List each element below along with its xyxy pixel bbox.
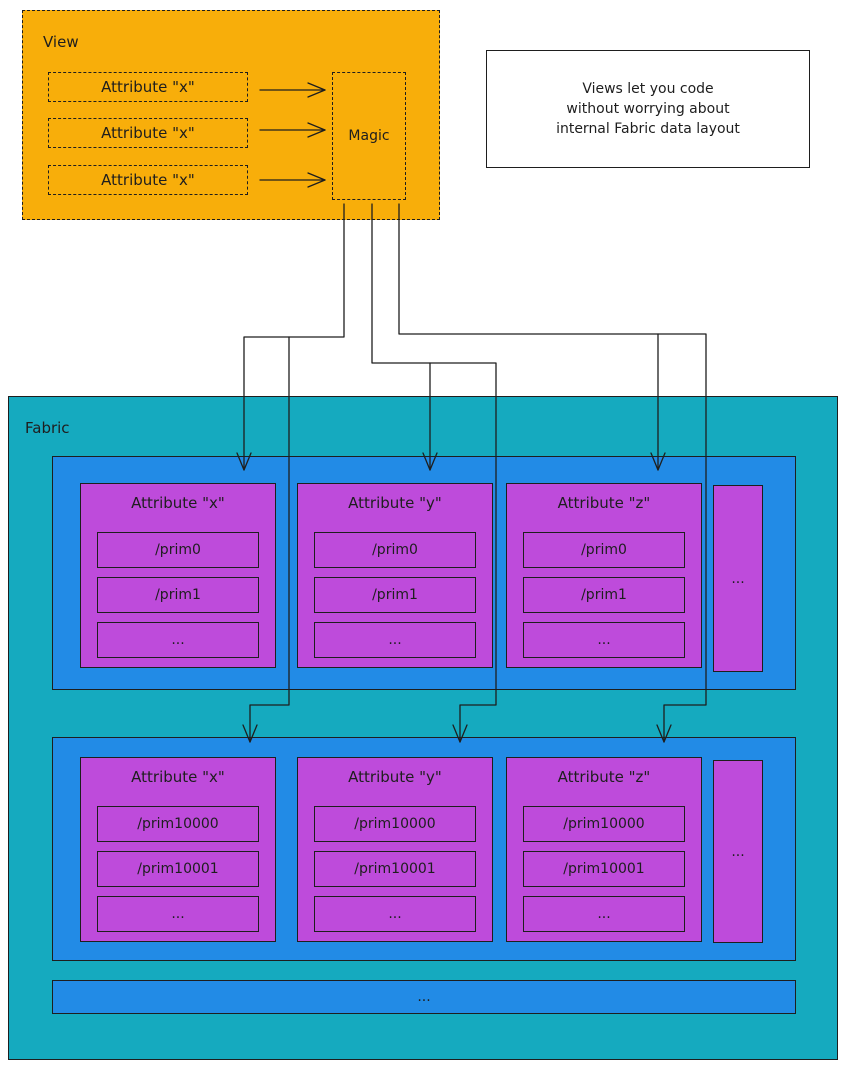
prim-cell: /prim0 bbox=[97, 532, 259, 568]
prim-cell: /prim10000 bbox=[314, 806, 476, 842]
prim-more-cell: ... bbox=[97, 896, 259, 932]
prim-cell: /prim1 bbox=[523, 577, 685, 613]
fabric-label: Fabric bbox=[25, 419, 70, 437]
prim-more-cell: ... bbox=[314, 622, 476, 658]
attribute-title: Attribute "y" bbox=[348, 768, 442, 786]
prim-cell: /prim10000 bbox=[523, 806, 685, 842]
prim-cell: /prim0 bbox=[523, 532, 685, 568]
view-box: View bbox=[22, 10, 440, 220]
bucket-2-attribute-z: Attribute "z" /prim10000 /prim10001 ... bbox=[506, 757, 702, 942]
prim-cell: /prim10000 bbox=[97, 806, 259, 842]
attribute-title: Attribute "z" bbox=[557, 768, 651, 786]
more-buckets-row: ... bbox=[52, 980, 796, 1014]
note-line-3: internal Fabric data layout bbox=[556, 121, 740, 138]
prim-cell: /prim10001 bbox=[314, 851, 476, 887]
attribute-title: Attribute "x" bbox=[131, 494, 225, 512]
attribute-title: Attribute "y" bbox=[348, 494, 442, 512]
prim-more-cell: ... bbox=[523, 896, 685, 932]
bucket-1-more-attributes: ... bbox=[713, 485, 763, 672]
prim-cell: /prim1 bbox=[314, 577, 476, 613]
attribute-title: Attribute "x" bbox=[131, 768, 225, 786]
prim-cell: /prim10001 bbox=[523, 851, 685, 887]
prim-more-cell: ... bbox=[523, 622, 685, 658]
bucket-2-more-attributes: ... bbox=[713, 760, 763, 943]
prim-cell: /prim1 bbox=[97, 577, 259, 613]
bucket-1-attribute-z: Attribute "z" /prim0 /prim1 ... bbox=[506, 483, 702, 668]
prim-cell: /prim10001 bbox=[97, 851, 259, 887]
bucket-1-attribute-y: Attribute "y" /prim0 /prim1 ... bbox=[297, 483, 493, 668]
prim-cell: /prim0 bbox=[314, 532, 476, 568]
view-attribute-2: Attribute "x" bbox=[48, 118, 248, 148]
prim-more-cell: ... bbox=[314, 896, 476, 932]
view-label: View bbox=[43, 33, 79, 51]
view-attribute-1: Attribute "x" bbox=[48, 72, 248, 102]
note-line-1: Views let you code bbox=[582, 80, 714, 97]
attribute-title: Attribute "z" bbox=[557, 494, 651, 512]
magic-box: Magic bbox=[332, 72, 406, 200]
prim-more-cell: ... bbox=[97, 622, 259, 658]
bucket-1-attribute-x: Attribute "x" /prim0 /prim1 ... bbox=[80, 483, 276, 668]
bucket-2-attribute-x: Attribute "x" /prim10000 /prim10001 ... bbox=[80, 757, 276, 942]
view-attribute-3: Attribute "x" bbox=[48, 165, 248, 195]
note-box: Views let you code without worrying abou… bbox=[486, 50, 810, 168]
note-line-2: without worrying about bbox=[566, 100, 730, 117]
bucket-2-attribute-y: Attribute "y" /prim10000 /prim10001 ... bbox=[297, 757, 493, 942]
